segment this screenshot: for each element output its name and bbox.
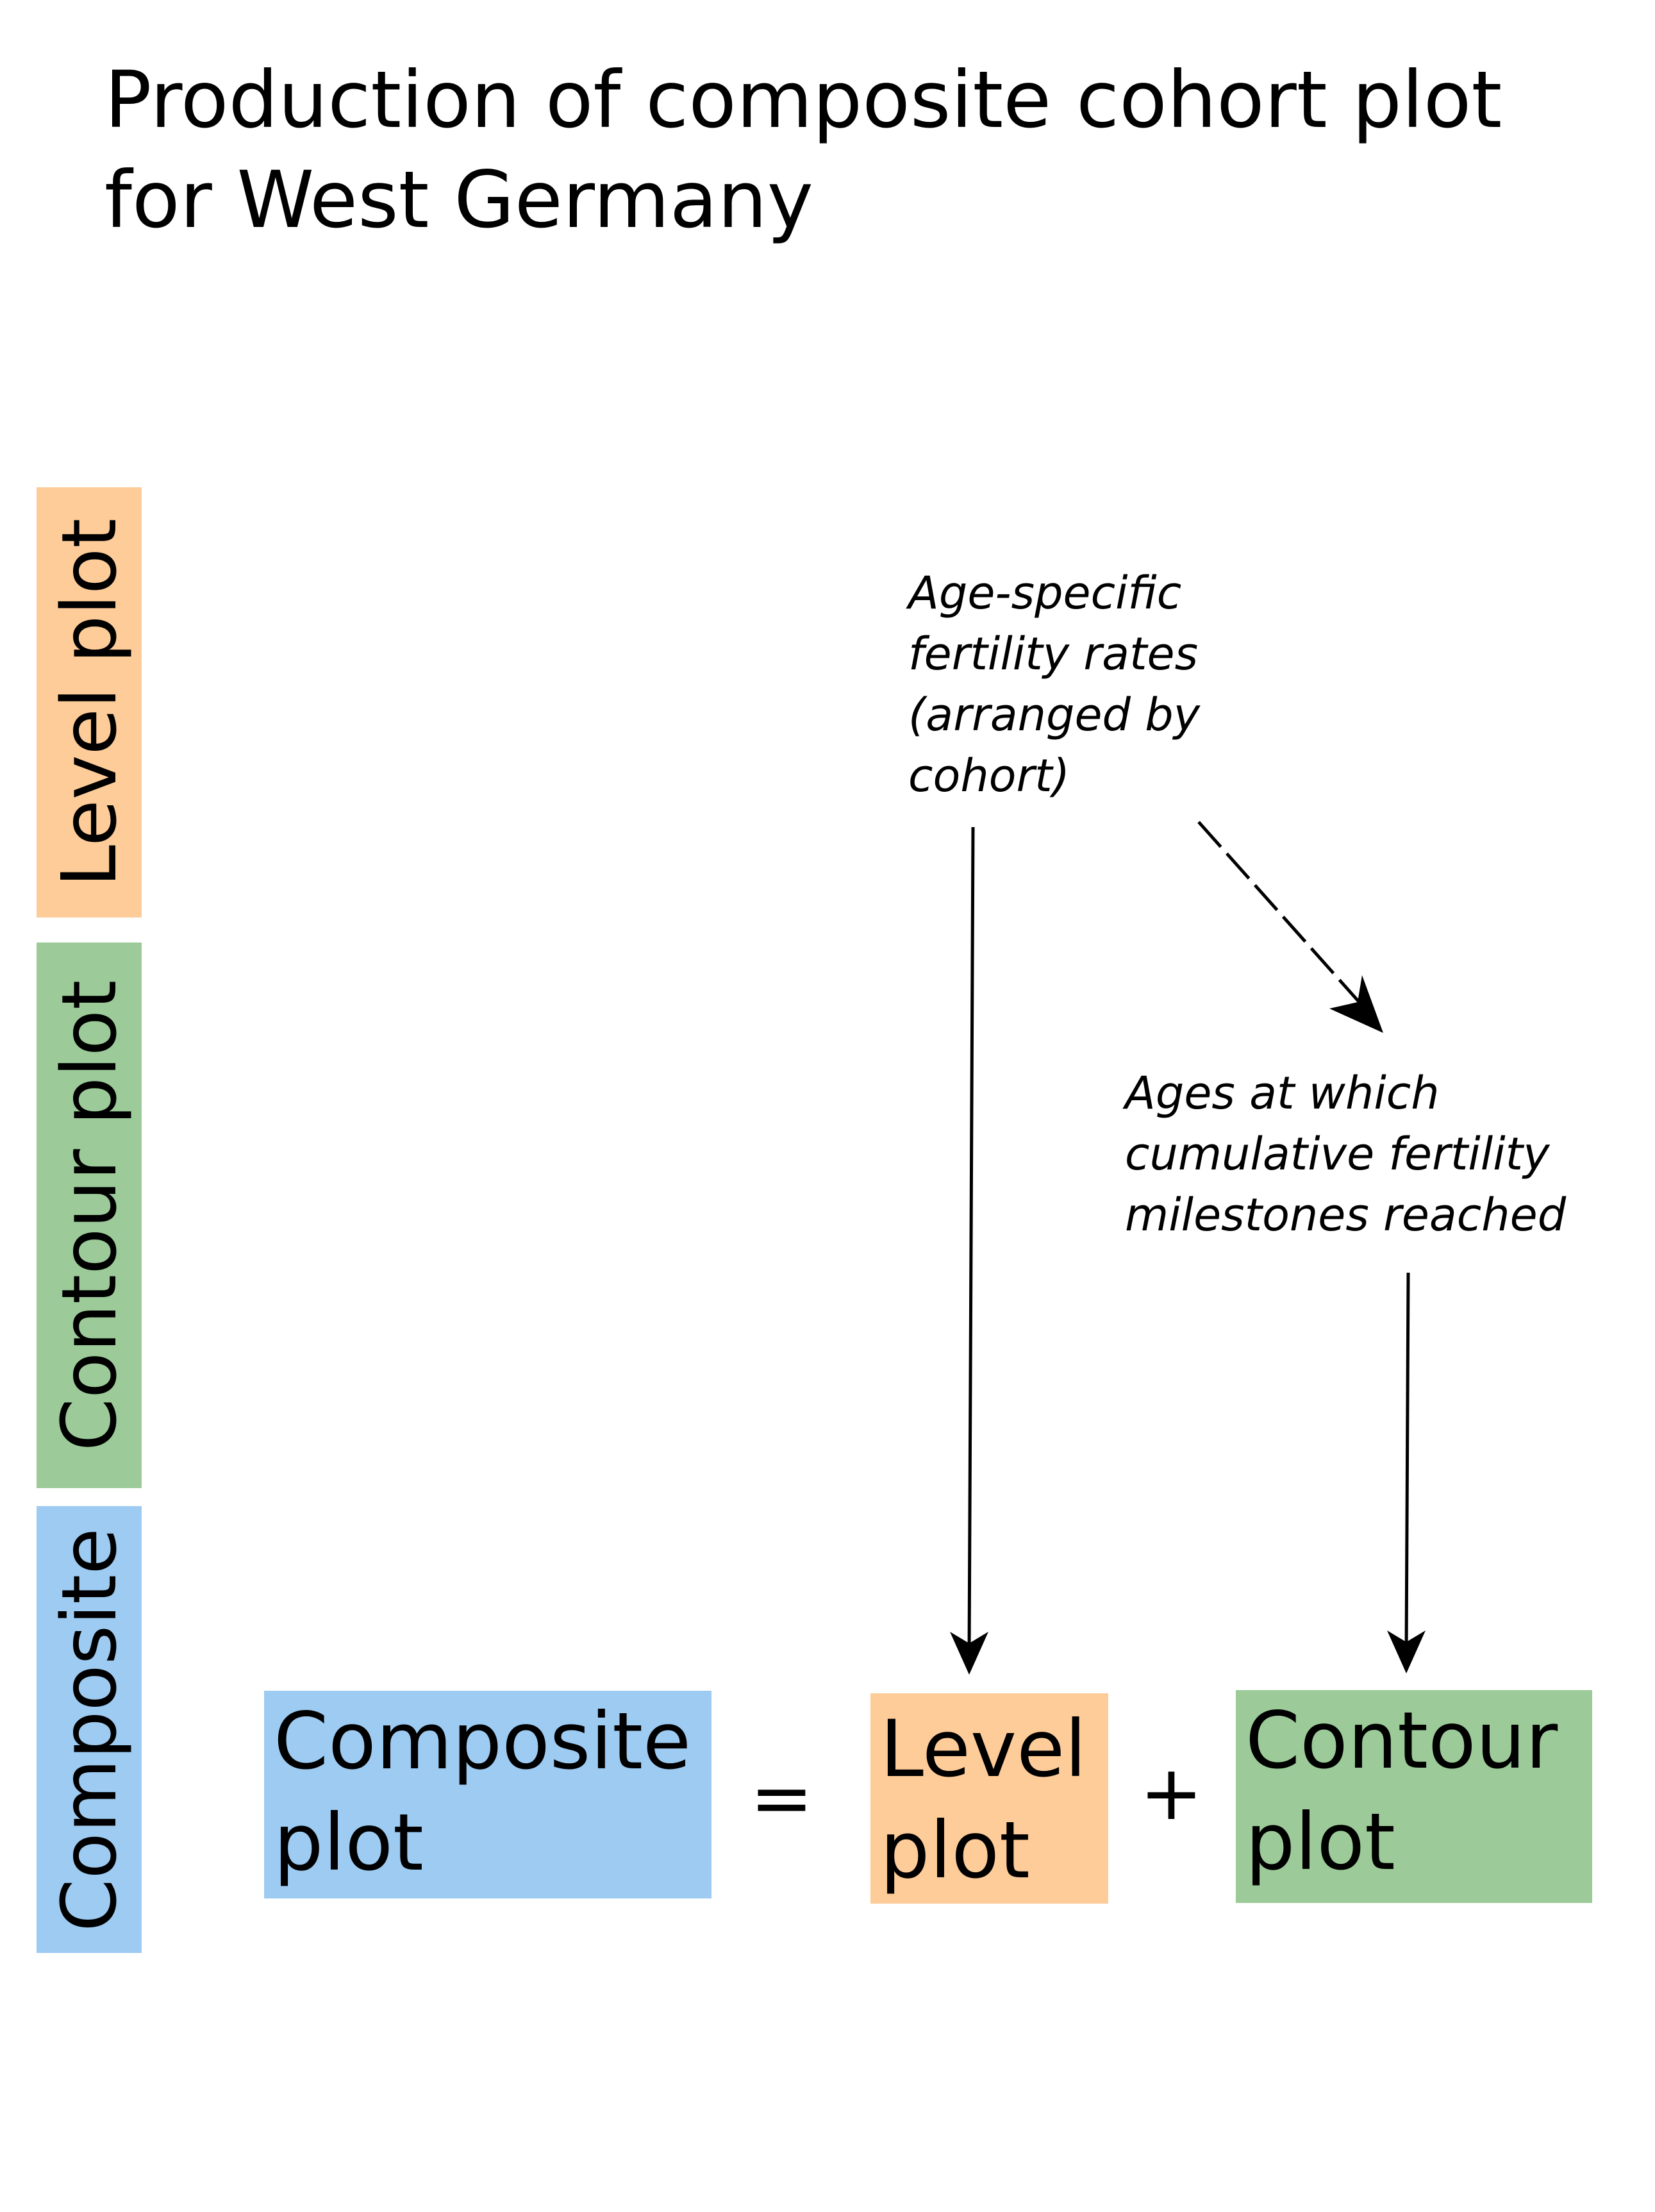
- arrow-asfr-to-ages-head: [1329, 975, 1383, 1033]
- note-ages-line-3: milestones reached: [1125, 1189, 1567, 1241]
- title-line-2: for West Germany: [104, 155, 813, 246]
- equals-sign: =: [750, 1754, 813, 1842]
- arrow-ages-to-contour-shaft: [1404, 1272, 1410, 1652]
- note-asfr-line-2: fertility rates: [908, 628, 1199, 680]
- contour-plot-box-line-1: Contour: [1245, 1695, 1558, 1786]
- side-label-composite: Composite: [37, 1506, 142, 1953]
- composite-plot-box: Composite plot: [264, 1691, 711, 1898]
- note-ages-line-2: cumulative fertility: [1125, 1128, 1550, 1180]
- side-label-level-plot: Level plot: [37, 487, 142, 917]
- plus-sign: +: [1140, 1748, 1203, 1837]
- contour-plot-box-line-2: plot: [1245, 1797, 1395, 1888]
- composite-plot-box-line-1: Composite: [274, 1696, 692, 1787]
- level-plot-box-line-1: Level: [880, 1704, 1087, 1795]
- note-age-specific-fertility-rates: Age-specific fertility rates (arranged b…: [908, 563, 1200, 807]
- arrow-asfr-to-ages-dashed-shaft: [1197, 821, 1363, 1007]
- level-plot-box-line-2: plot: [880, 1805, 1030, 1896]
- note-asfr-line-1: Age-specific: [908, 567, 1182, 619]
- side-label-contour-plot: Contour plot: [37, 943, 142, 1488]
- composite-plot-box-line-2: plot: [274, 1797, 424, 1888]
- note-asfr-line-3: (arranged by: [908, 689, 1201, 741]
- title-line-1: Production of composite cohort plot: [104, 54, 1502, 146]
- arrow-asfr-to-level-head: [950, 1632, 988, 1675]
- note-asfr-line-4: cohort): [908, 750, 1070, 802]
- diagram-title: Production of composite cohort plot for …: [104, 50, 1579, 250]
- note-milestone-ages: Ages at which cumulative fertility miles…: [1125, 1063, 1566, 1246]
- arrow-asfr-to-level-shaft: [967, 826, 975, 1655]
- level-plot-box: Level plot: [870, 1693, 1108, 1904]
- arrow-ages-to-contour-head: [1387, 1630, 1426, 1673]
- contour-plot-box: Contour plot: [1236, 1690, 1592, 1903]
- note-ages-line-1: Ages at which: [1125, 1067, 1440, 1119]
